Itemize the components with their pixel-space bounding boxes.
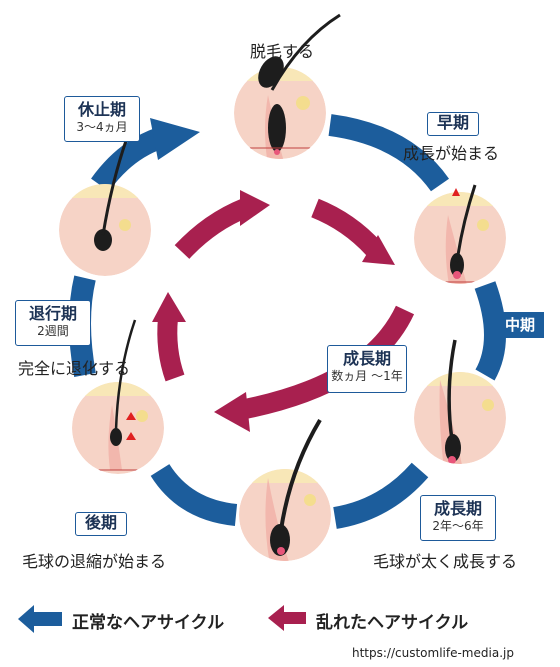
follicle-shedding [234,67,326,159]
legend-disrupted-arrow [268,605,306,631]
center-growth-box: 成長期 数ヵ月 〜1年 [327,345,407,393]
normal-cycle-arrowhead [150,118,200,160]
legend-normal-label: 正常なヘアサイクル [72,613,225,633]
rest-stage-box: 休止期 3〜4ヵ月 [64,96,140,142]
early-stage-desc: 成長が始まる [403,144,500,163]
regression-stage-period: 2週間 [37,324,69,338]
shedding-hair-bulb [258,56,284,88]
late-regression-arrow-2 [126,432,136,440]
disrupted-arrowhead-1 [240,190,270,226]
rest-stage-period: 3〜4ヵ月 [76,120,128,134]
regression-stage-box: 退行期 2週間 [15,300,91,346]
late-stage-box: 後期 [75,512,127,536]
shedding-label: 脱毛する [250,42,315,61]
middle-hair-strand [447,339,457,441]
rest-hair-strand [101,134,130,236]
middle-stage-badge: 中期 [496,312,544,338]
late-hair-strand [114,319,137,431]
regression-stage-desc: 完全に退化する [18,359,131,378]
center-growth-title: 成長期 [342,349,391,368]
late-stage-desc: 毛球の退縮が始まる [22,552,167,571]
growth-stage-desc: 毛球が太く成長する [373,552,518,571]
rest-stage-title: 休止期 [77,100,126,119]
growth-stage-box: 成長期 2年〜6年 [420,495,496,541]
follicle-middle [414,372,506,464]
legend-disrupted-label: 乱れたヘアサイクル [316,613,469,633]
disrupted-arrowhead-4 [152,292,186,322]
growth-stage-period: 2年〜6年 [432,519,484,533]
legend-normal-arrow [18,605,62,633]
early-stage-box: 早期 [427,112,479,136]
regression-stage-title: 退行期 [28,304,77,323]
center-growth-period: 数ヵ月 〜1年 [331,369,403,383]
late-stage-title: 後期 [84,513,117,532]
growth-hair-strand [279,418,322,531]
disrupted-arrowhead-3 [214,392,250,432]
early-growth-arrow [452,188,460,196]
early-stage-title: 早期 [436,113,469,132]
source-url: https://customlife-media.jp [352,646,514,660]
late-regression-arrow-1 [126,412,136,420]
early-hair-strand [455,184,477,263]
disrupted-arrowhead-2 [362,235,395,265]
growth-stage-title: 成長期 [433,499,482,518]
